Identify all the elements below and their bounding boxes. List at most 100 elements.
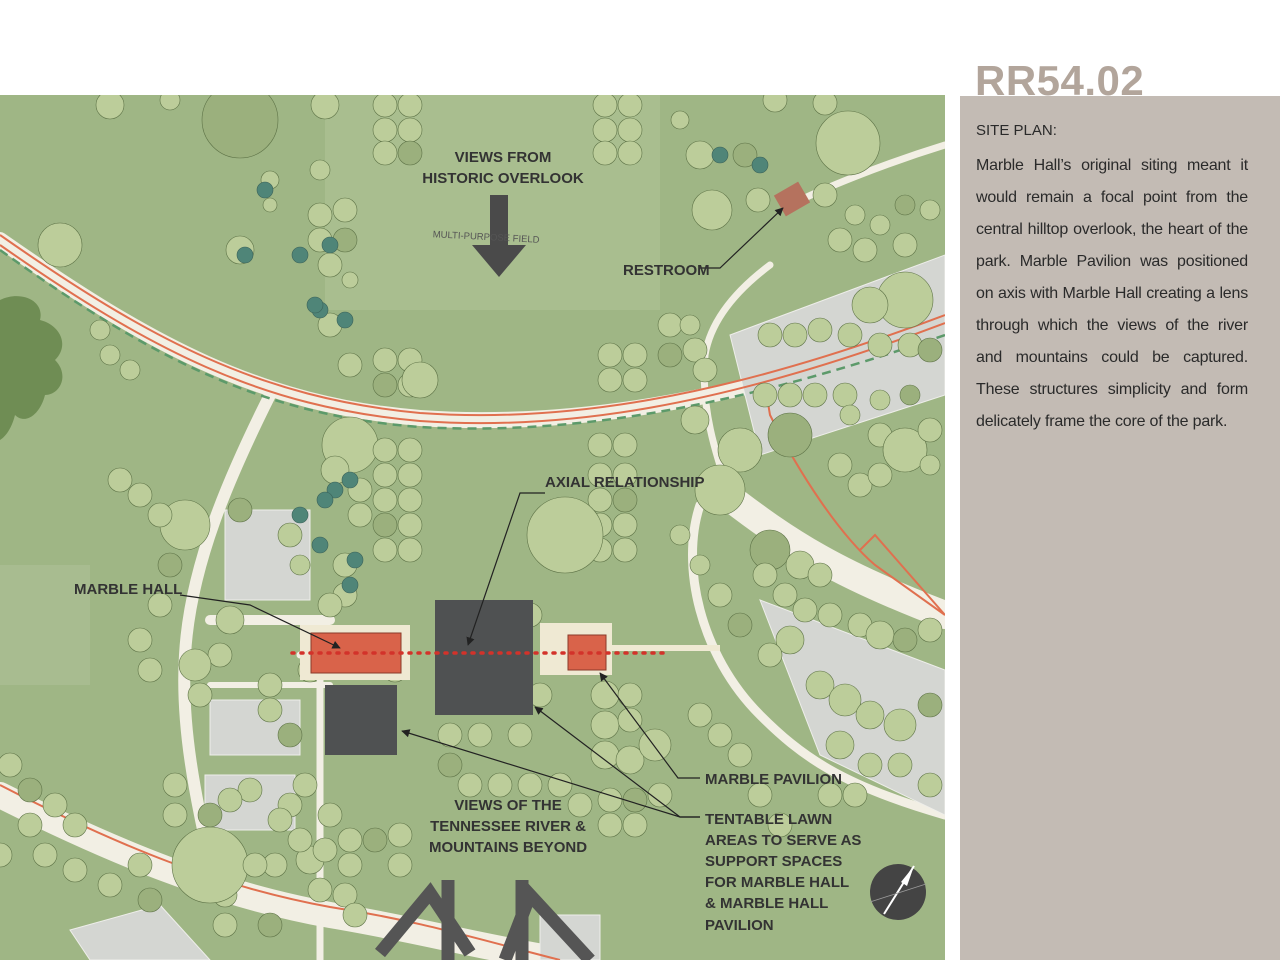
tree xyxy=(615,745,645,775)
tree xyxy=(807,562,833,588)
tree xyxy=(894,194,916,216)
tree xyxy=(310,95,340,120)
tree xyxy=(867,462,893,488)
tree xyxy=(680,405,710,435)
tree xyxy=(107,467,133,493)
panel-heading: SITE PLAN: xyxy=(976,122,1057,139)
tree xyxy=(844,204,866,226)
tree xyxy=(362,827,388,853)
tree xyxy=(817,602,843,628)
tree xyxy=(590,740,620,770)
tree xyxy=(397,95,423,118)
tree xyxy=(312,837,338,863)
tree xyxy=(162,772,188,798)
tree xyxy=(337,827,363,853)
tree xyxy=(747,782,773,808)
tree xyxy=(372,437,398,463)
tree xyxy=(757,322,783,348)
tree xyxy=(437,722,463,748)
evergreen-tree xyxy=(256,181,274,199)
tree xyxy=(289,554,311,576)
tree xyxy=(387,822,413,848)
tree xyxy=(277,522,303,548)
trees xyxy=(0,95,943,938)
evergreen-tree xyxy=(751,156,769,174)
tree xyxy=(32,842,58,868)
tree xyxy=(337,352,363,378)
tree xyxy=(17,812,43,838)
tree xyxy=(592,140,618,166)
evergreen-tree xyxy=(291,246,309,264)
tree xyxy=(162,802,188,828)
tree xyxy=(657,342,683,368)
tree xyxy=(347,502,373,528)
tree xyxy=(547,772,573,798)
tree xyxy=(457,772,483,798)
tree xyxy=(147,502,173,528)
tree xyxy=(617,682,643,708)
label-tentable-lawn: TENTABLE LAWN AREAS TO SERVE AS SUPPORT … xyxy=(705,811,861,934)
label-views-from-2: HISTORIC OVERLOOK xyxy=(422,170,584,187)
north-arrow-icon xyxy=(869,864,927,920)
evergreen-tree xyxy=(341,471,359,489)
tree xyxy=(137,657,163,683)
tree xyxy=(777,382,803,408)
tree xyxy=(867,332,893,358)
tree xyxy=(839,404,861,426)
tree xyxy=(745,187,771,213)
tree xyxy=(372,537,398,563)
tree xyxy=(372,512,398,538)
description-panel: SITE PLAN: Marble Hall’s original siting… xyxy=(960,96,1280,960)
tree xyxy=(597,812,623,838)
tree xyxy=(892,232,918,258)
tree xyxy=(692,357,718,383)
label-marble-pavilion: MARBLE PAVILION xyxy=(705,771,842,788)
tree xyxy=(372,347,398,373)
evergreen-tree xyxy=(346,551,364,569)
tree xyxy=(617,707,643,733)
tree xyxy=(757,642,783,668)
tree xyxy=(767,812,793,838)
tree xyxy=(257,672,283,698)
evergreen-tree xyxy=(336,311,354,329)
tree xyxy=(685,140,715,170)
tree xyxy=(397,512,423,538)
tree xyxy=(689,554,711,576)
tree xyxy=(707,582,733,608)
tree xyxy=(187,682,213,708)
tree xyxy=(815,110,881,176)
tree xyxy=(317,592,343,618)
tree xyxy=(342,902,368,928)
tree xyxy=(842,782,868,808)
tree xyxy=(42,792,68,818)
tree xyxy=(892,627,918,653)
tree xyxy=(612,537,638,563)
lawn-line-1: TENTABLE LAWN xyxy=(705,811,832,828)
tree xyxy=(307,202,333,228)
tree xyxy=(805,670,835,700)
tree xyxy=(852,237,878,263)
tree xyxy=(215,605,245,635)
tree xyxy=(752,562,778,588)
tree xyxy=(622,787,648,813)
tree xyxy=(775,625,805,655)
tree xyxy=(242,852,268,878)
tree xyxy=(397,537,423,563)
tree xyxy=(587,487,613,513)
tree xyxy=(612,432,638,458)
label-views-from-1: VIEWS FROM xyxy=(455,149,552,166)
tree xyxy=(267,807,293,833)
tree xyxy=(372,487,398,513)
evergreen-tree xyxy=(291,506,309,524)
tree xyxy=(887,752,913,778)
woodland-mass xyxy=(0,296,63,440)
tree xyxy=(332,882,358,908)
tree xyxy=(817,782,843,808)
tree xyxy=(622,812,648,838)
tree xyxy=(617,95,643,118)
tree xyxy=(467,722,493,748)
tree xyxy=(207,642,233,668)
lawn-line-2: AREAS TO SERVE AS xyxy=(705,832,861,849)
tree xyxy=(372,95,398,118)
tree xyxy=(638,728,672,762)
